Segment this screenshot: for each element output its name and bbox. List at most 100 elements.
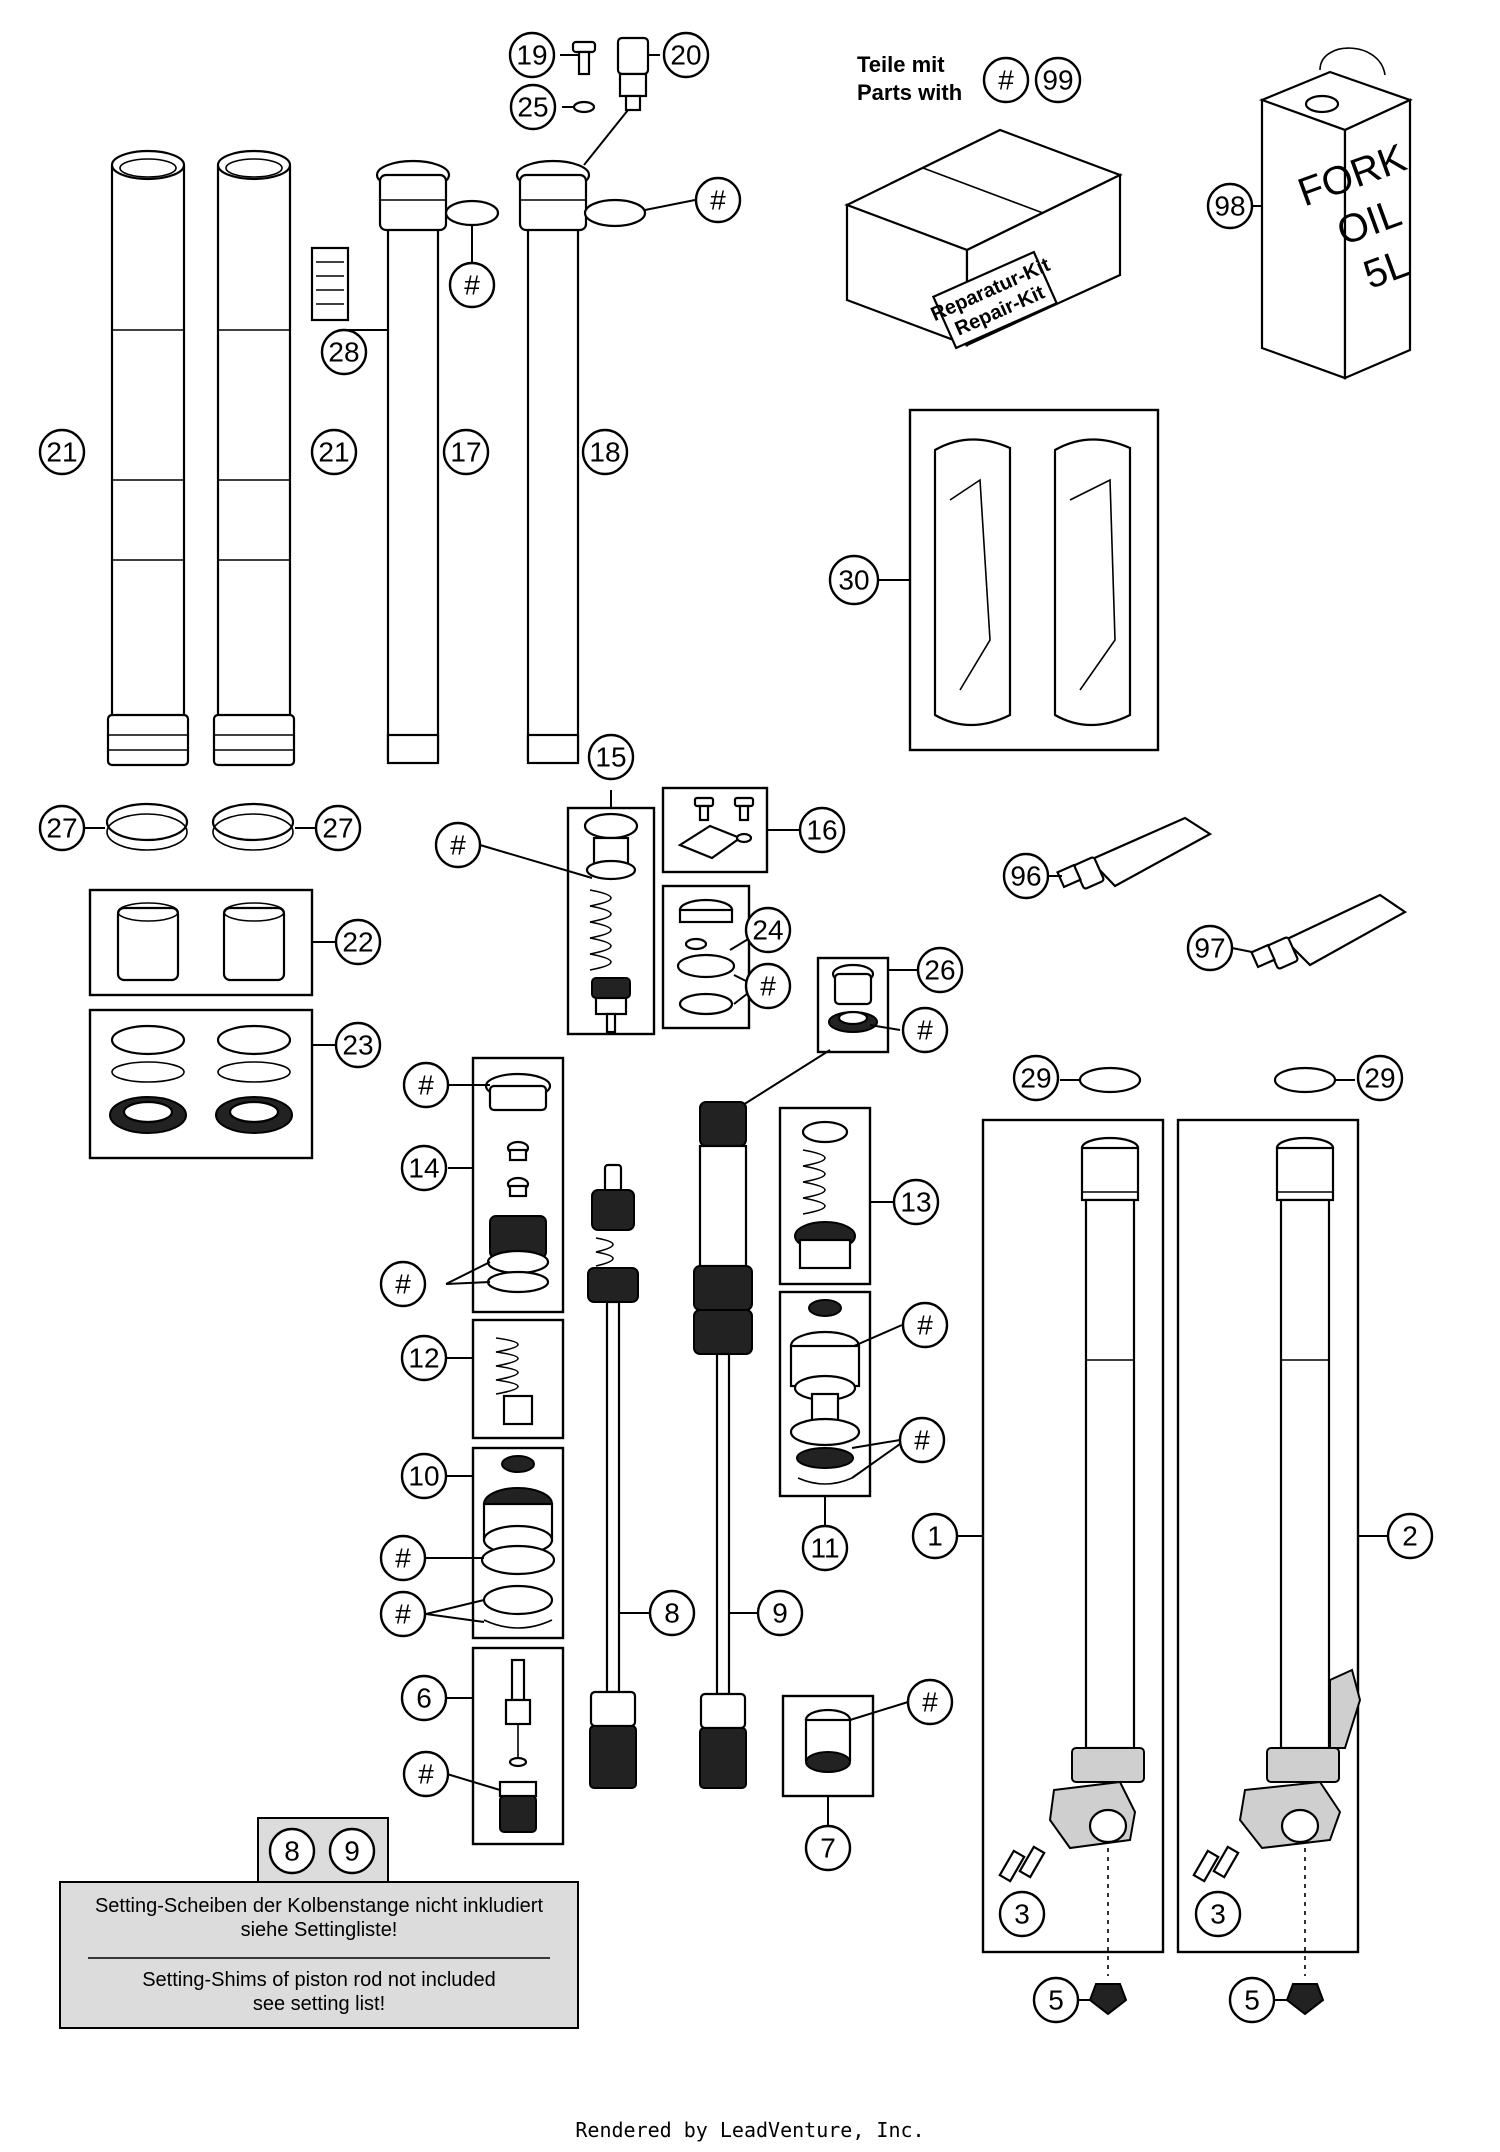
svg-text:27: 27 <box>46 813 77 844</box>
piston-rod-9 <box>693 1101 753 1789</box>
note-de-line2: siehe Settingliste! <box>241 1919 398 1941</box>
callout-27-right: 27 <box>314 804 362 852</box>
note-callout-8: 8 <box>268 1827 316 1875</box>
callout-99: 99 <box>1034 56 1082 104</box>
svg-text:20: 20 <box>670 40 701 71</box>
svg-text:2: 2 <box>1402 1521 1418 1552</box>
svg-text:9: 9 <box>344 1836 360 1867</box>
svg-text:11: 11 <box>810 1533 839 1564</box>
repair-kit-box: Reparatur-Kit Repair-Kit <box>844 128 1123 350</box>
callout-98: 98 <box>1206 182 1254 230</box>
svg-text:3: 3 <box>1014 1899 1030 1930</box>
callout-5-left: 5 <box>1032 1976 1080 2024</box>
svg-text:12: 12 <box>408 1343 439 1374</box>
spring-assembly-13 <box>778 1106 872 1286</box>
compression-assembly-15 <box>566 806 656 1036</box>
callout-hash-14b: # <box>379 1260 427 1308</box>
svg-text:5: 5 <box>1048 1985 1064 2016</box>
bleed-valve-20 <box>616 36 650 112</box>
callout-14: 14 <box>400 1144 448 1192</box>
callout-3-right: 3 <box>1194 1890 1242 1938</box>
svg-text:24: 24 <box>752 915 783 946</box>
o-ring-18 <box>583 198 647 228</box>
svg-text:#: # <box>917 1310 933 1341</box>
svg-text:21: 21 <box>318 437 349 468</box>
svg-text:28: 28 <box>328 337 359 368</box>
callout-7: 7 <box>804 1824 852 1872</box>
note-callout-9: 9 <box>328 1827 376 1875</box>
svg-text:#: # <box>395 1269 411 1300</box>
svg-text:25: 25 <box>517 92 548 123</box>
outer-tube-21-left <box>106 149 190 767</box>
svg-text:15: 15 <box>595 742 626 773</box>
svg-text:29: 29 <box>1020 1063 1051 1094</box>
svg-text:27: 27 <box>322 813 353 844</box>
svg-text:17: 17 <box>450 437 481 468</box>
callout-hash-10b: # <box>379 1590 427 1638</box>
callout-29-right: 29 <box>1356 1054 1404 1102</box>
callout-1: 1 <box>911 1512 959 1560</box>
svg-text:1: 1 <box>927 1521 943 1552</box>
svg-text:97: 97 <box>1194 933 1225 964</box>
svg-text:5: 5 <box>1244 1985 1260 2016</box>
callout-28: 28 <box>320 328 368 376</box>
svg-text:#: # <box>395 1543 411 1574</box>
callout-6: 6 <box>400 1674 448 1722</box>
svg-text:#: # <box>760 971 776 1002</box>
callout-30: 30 <box>828 554 880 606</box>
callout-17: 17 <box>442 428 490 476</box>
washer-25 <box>572 100 596 114</box>
parts-with-label-de: Teile mit <box>857 52 945 77</box>
valve-assembly-11 <box>778 1290 872 1498</box>
callout-hash-18: # <box>694 176 742 224</box>
svg-text:3: 3 <box>1210 1899 1226 1930</box>
note-de-line1: Setting-Scheiben der Kolbenstange nicht … <box>95 1895 544 1917</box>
callout-hash-14a: # <box>402 1061 450 1109</box>
callout-2: 2 <box>1386 1512 1434 1560</box>
axle-bolts-3-left <box>998 1845 1046 1883</box>
valve-spring-12 <box>471 1318 565 1440</box>
svg-text:22: 22 <box>342 927 373 958</box>
callout-11: 11 <box>801 1524 849 1572</box>
seal-kit-23 <box>88 1008 314 1160</box>
mid-valve-10 <box>471 1446 565 1640</box>
fork-oil-can-98: FORK OIL 5L <box>1258 47 1415 380</box>
svg-text:14: 14 <box>408 1153 439 1184</box>
svg-text:13: 13 <box>900 1187 931 1218</box>
svg-text:29: 29 <box>1364 1063 1395 1094</box>
callout-29-left: 29 <box>1012 1054 1060 1102</box>
svg-text:#: # <box>464 270 480 301</box>
rebound-needle-6 <box>471 1646 565 1846</box>
base-valve-14 <box>471 1056 565 1314</box>
protector-ring-27-right <box>211 802 295 851</box>
callout-24: 24 <box>744 906 792 954</box>
screw-19 <box>571 40 597 76</box>
callout-hash-11b: # <box>898 1416 946 1464</box>
callout-10: 10 <box>400 1452 448 1500</box>
callout-18: 18 <box>581 428 629 476</box>
seal-kit-24 <box>661 884 751 1030</box>
callout-9: 9 <box>756 1589 804 1637</box>
svg-text:21: 21 <box>46 437 77 468</box>
svg-text:#: # <box>914 1425 930 1456</box>
callout-hash-24: # <box>744 962 792 1010</box>
o-ring-29-right <box>1273 1066 1337 1094</box>
grease-tube-96 <box>1056 816 1213 890</box>
adjuster-parts-16 <box>661 786 769 874</box>
grease-tube-97 <box>1250 893 1408 970</box>
callout-hash-6: # <box>402 1750 450 1798</box>
svg-text:#: # <box>922 1687 938 1718</box>
svg-text:#: # <box>450 830 466 861</box>
svg-text:26: 26 <box>924 955 955 986</box>
svg-text:9: 9 <box>772 1598 788 1629</box>
warning-sticker-28 <box>310 246 350 322</box>
svg-text:6: 6 <box>416 1683 432 1714</box>
svg-text:#: # <box>418 1070 434 1101</box>
fork-leg-2 <box>1176 1118 1362 2016</box>
svg-text:18: 18 <box>589 437 620 468</box>
fork-leg-1 <box>981 1118 1165 2016</box>
svg-text:8: 8 <box>284 1836 300 1867</box>
piston-assembly-26 <box>816 956 890 1054</box>
parts-with-label-en: Parts with <box>857 80 962 105</box>
